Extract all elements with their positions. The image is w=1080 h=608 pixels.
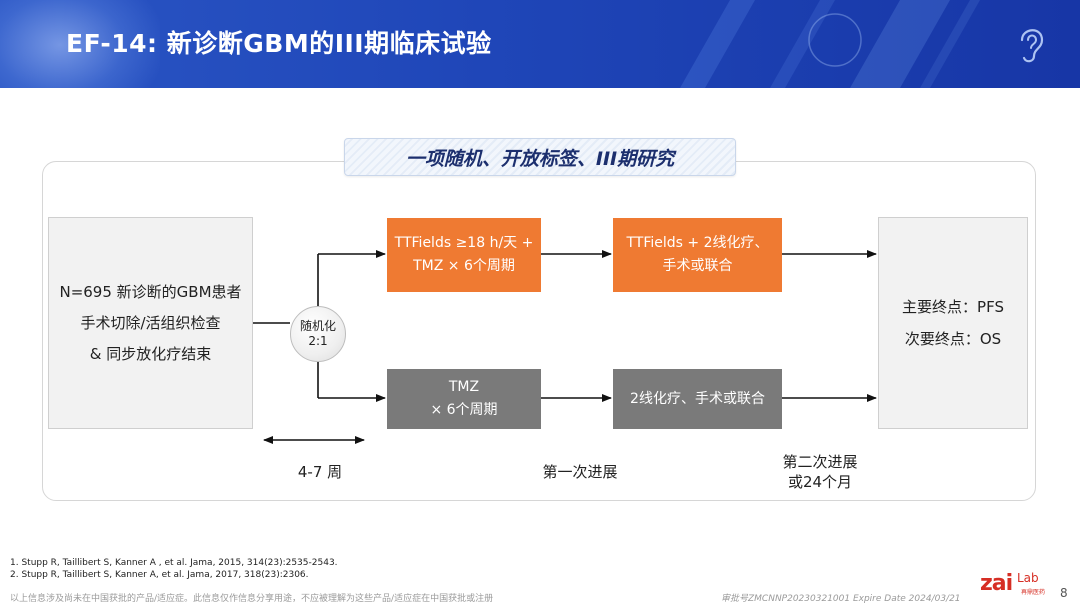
tmz-next-line-1: 2线化疗、手术或联合 (630, 390, 765, 407)
ttf-treatment-line-2: TMZ × 6个周期 (413, 258, 515, 274)
brain-graphic (0, 0, 160, 88)
second-progression-line-2: 或24个月 (787, 473, 853, 491)
page-title: EF-14: 新诊断GBM的III期临床试验 (66, 29, 492, 58)
study-subtitle: 一项随机、开放标签、III期研究 (405, 147, 675, 170)
reference-1: 1. Stupp R, Taillibert S, Kanner A , et … (10, 558, 338, 568)
ttf-arm-treatment-box: TTFields ≥18 h/天 + TMZ × 6个周期 (387, 218, 541, 292)
banner-stripes (680, 0, 980, 88)
ttf-arm-next-line-box: TTFields + 2线化疗、 手术或联合 (613, 218, 782, 292)
population-line-3: & 同步放化疗结束 (89, 344, 212, 363)
ear-icon (1020, 29, 1044, 63)
first-progression-label: 第一次进展 (542, 463, 618, 481)
randomization-node: 随机化 2:1 (290, 306, 346, 362)
page-number: 8 (1060, 586, 1068, 600)
second-progression-line-1: 第二次进展 (782, 453, 858, 471)
primary-endpoint: 主要终点：PFS (902, 298, 1004, 316)
population-box: N=695 新诊断的GBM患者 手术切除/活组织检查 & 同步放化疗结束 (48, 217, 253, 429)
population-line-1: N=695 新诊断的GBM患者 (59, 282, 242, 301)
tmz-arm-next-line-box: 2线化疗、手术或联合 (613, 369, 782, 429)
timeline-weeks-label: 4-7 周 (297, 463, 343, 481)
logo-main-text: zai (980, 571, 1013, 596)
logo-cn-text: 再鼎医药 (1021, 589, 1046, 596)
reference-2: 2. Stupp R, Taillibert S, Kanner A, et a… (10, 570, 309, 580)
approval-code: 审批号ZMCNNP20230321001 Expire Date 2024/03… (721, 594, 961, 604)
population-line-2: 手术切除/活组织检查 (80, 313, 221, 332)
ttf-next-line-1: TTFields + 2线化疗、 (626, 235, 769, 251)
tmz-arm-treatment-box: TMZ × 6个周期 (387, 369, 541, 429)
study-subtitle-box: 一项随机、开放标签、III期研究 (344, 138, 736, 176)
secondary-endpoint: 次要终点：OS (904, 330, 1002, 348)
company-logo: zai Lab 再鼎医药 (980, 571, 1060, 601)
randomization-label: 随机化 (299, 319, 336, 333)
header-banner: EF-14: 新诊断GBM的III期临床试验 (0, 0, 1080, 88)
tmz-treatment-line-2: × 6个周期 (430, 402, 498, 418)
references: 1. Stupp R, Taillibert S, Kanner A , et … (10, 557, 338, 581)
second-progression-label: 第二次进展 或24个月 (765, 452, 875, 492)
footer-disclaimer: 以上信息涉及尚未在中国获批的产品/适应症。此信息仅作信息分享用途，不应被理解为这… (10, 594, 494, 604)
tmz-treatment-line-1: TMZ (448, 379, 480, 395)
ttf-next-line-2: 手术或联合 (662, 258, 733, 274)
randomization-ratio: 2:1 (308, 334, 328, 348)
ttf-treatment-line-1: TTFields ≥18 h/天 + (394, 235, 534, 251)
logo-lab-text: Lab (1017, 571, 1039, 585)
endpoints-box: 主要终点：PFS 次要终点：OS (878, 217, 1028, 429)
